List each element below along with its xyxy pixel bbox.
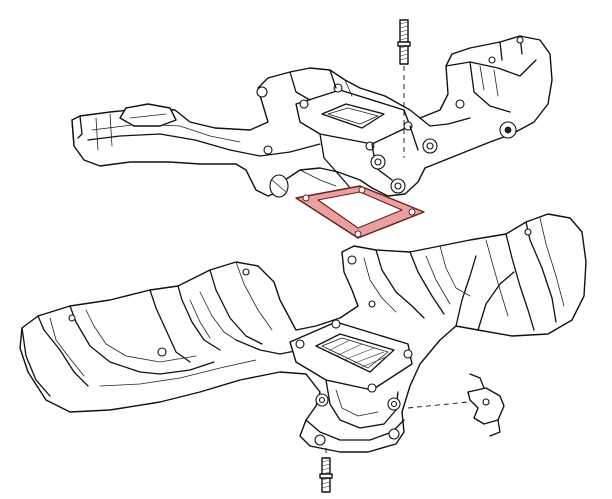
lower-stud — [319, 448, 333, 493]
upper-manifold — [71, 35, 553, 198]
upper-stud — [397, 19, 411, 158]
gasket — [295, 185, 425, 239]
lower-manifold — [19, 213, 587, 453]
bracket — [407, 373, 505, 437]
